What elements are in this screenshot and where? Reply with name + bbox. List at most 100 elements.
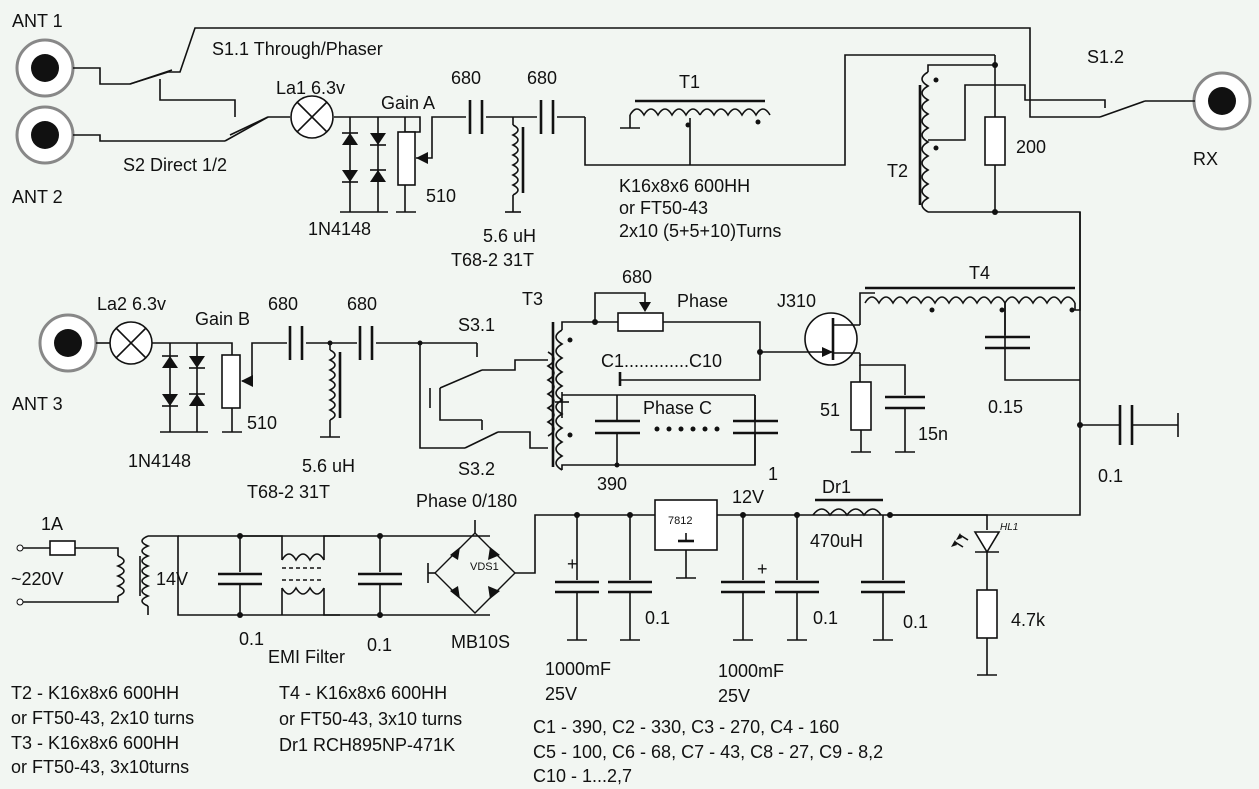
phase-label: Phase: [677, 291, 728, 311]
ant1-label: ANT 1: [12, 11, 63, 31]
t3-label: T3: [522, 289, 543, 309]
c01d-label: 0.1: [813, 608, 838, 628]
phase-pot-value: 680: [622, 267, 652, 287]
rx-connector: [1192, 71, 1252, 131]
c01c-label: 0.1: [645, 608, 670, 628]
note-caps-1: C1 - 390, C2 - 330, C3 - 270, C4 - 160: [533, 717, 839, 737]
led-hl1: [890, 514, 1001, 676]
phase-c-bank[interactable]: [562, 394, 778, 468]
t2-label: T2: [887, 161, 908, 181]
c01-out-label: 0.1: [1098, 466, 1123, 486]
path-b-wiring: [96, 340, 548, 449]
gain-a-pot-value: 510: [426, 186, 456, 206]
ant3-label: ANT 3: [12, 394, 63, 414]
r51-label: 51: [820, 400, 840, 420]
inductor-b-value: 5.6 uH: [302, 456, 355, 476]
note-mid-2: or FT50-43, 3x10 turns: [279, 709, 462, 729]
choke-dr1: [812, 498, 905, 641]
c-range-label: C1.............C10: [601, 351, 722, 371]
inductor-b: [328, 349, 342, 421]
phase-switch-label: Phase 0/180: [416, 491, 517, 511]
v25b-label: 25V: [718, 686, 750, 706]
ant1-connector: [15, 38, 75, 98]
notes-mid: T4 - K16x8x6 600HH or FT50-43, 3x10 turn…: [279, 683, 462, 755]
mains-input: [16, 535, 340, 616]
fuse-label: 1A: [41, 514, 63, 534]
c01e-label: 0.1: [903, 612, 928, 632]
fet-j310: [760, 292, 906, 395]
plus-sign-a: +: [567, 554, 578, 574]
note-mid-3: Dr1 RCH895NP-471K: [279, 735, 455, 755]
diodes-a-label: 1N4148: [308, 219, 371, 239]
transformer-t2: [918, 55, 1081, 380]
t1-label: T1: [679, 72, 700, 92]
reg-chip-label: 7812: [668, 515, 692, 527]
t1-core-1: K16x8x6 600HH: [619, 176, 750, 196]
gain-a-pot[interactable]: [397, 131, 428, 186]
s3-2-label: S3.2: [458, 459, 495, 479]
note-left-4: or FT50-43, 3x10turns: [11, 757, 189, 777]
c390-label: 390: [597, 474, 627, 494]
phase-pot[interactable]: [592, 292, 763, 386]
notes-caps: C1 - 390, C2 - 330, C3 - 270, C4 - 160 C…: [533, 717, 883, 786]
cap-680-a2: [539, 100, 555, 134]
note-left-1: T2 - K16x8x6 600HH: [11, 683, 179, 703]
emi-label: EMI Filter: [268, 647, 345, 667]
bridge-chip-label: VDS1: [470, 561, 499, 573]
t4-label: T4: [969, 263, 990, 283]
diode-pair-b: [162, 355, 205, 407]
r47k-label: 4.7k: [1011, 610, 1046, 630]
cap-15n: [885, 395, 925, 453]
cap-680-a1: [468, 100, 484, 134]
plus-sign-b: +: [757, 559, 768, 579]
gain-b-pot[interactable]: [221, 354, 253, 409]
cap-680-b2-label: 680: [347, 294, 377, 314]
hl1-label: HL1: [1000, 522, 1018, 533]
cap1000a-label: 1000mF: [545, 659, 611, 679]
diode-pair-a: [342, 132, 386, 183]
c01a-label: 0.1: [239, 629, 264, 649]
s3-switch[interactable]: [425, 360, 505, 440]
s1-2-switch[interactable]: [1080, 99, 1195, 118]
lamp-la2: [109, 321, 153, 365]
s1-2-label: S1.2: [1087, 47, 1124, 67]
c15n-label: 15n: [918, 424, 948, 444]
resistor-51: [850, 381, 872, 453]
lamp-la1-label: La1 6.3v: [276, 78, 345, 98]
cap-680-a1-label: 680: [451, 68, 481, 88]
notes-left: T2 - K16x8x6 600HH or FT50-43, 2x10 turn…: [11, 683, 194, 777]
transformer-t4: [864, 212, 1081, 381]
mains-label: ~220V: [11, 569, 64, 589]
r200-label: 200: [1016, 137, 1046, 157]
t1-core-2: or FT50-43: [619, 198, 708, 218]
rx-label: RX: [1193, 149, 1218, 169]
s1-1-label: S1.1 Through/Phaser: [212, 39, 383, 59]
ant2-label: ANT 2: [12, 187, 63, 207]
gain-a-label: Gain A: [381, 93, 435, 113]
dr1-value: 470uH: [810, 531, 863, 551]
diodes-b-label: 1N4148: [128, 451, 191, 471]
fet-label: J310: [777, 291, 816, 311]
inductor-a: [511, 124, 525, 196]
c015-label: 0.15: [988, 397, 1023, 417]
cap-680-b2: [358, 326, 374, 360]
s1-1-switch[interactable]: [129, 69, 173, 85]
cap-680-b1-label: 680: [268, 294, 298, 314]
note-caps-2: C5 - 100, C6 - 68, C7 - 43, C8 - 27, C9 …: [533, 742, 883, 762]
cap1000b-label: 1000mF: [718, 661, 784, 681]
gain-b-pot-value: 510: [247, 413, 277, 433]
t1-turns: 2x10 (5+5+10)Turns: [619, 221, 781, 241]
s2-label: S2 Direct 1/2: [123, 155, 227, 175]
inductor-a-core: T68-2 31T: [451, 250, 534, 270]
transformer-t3: [546, 321, 756, 471]
inductor-b-core: T68-2 31T: [247, 482, 330, 502]
cap-680-b1: [288, 326, 304, 360]
c1-label: 1: [768, 464, 778, 484]
bridge-rectifier: VDS1: [427, 514, 680, 614]
note-caps-3: C10 - 1...2,7: [533, 766, 632, 786]
gain-b-label: Gain B: [195, 309, 250, 329]
s2-switch[interactable]: [229, 116, 269, 136]
lamp-la2-label: La2 6.3v: [97, 294, 166, 314]
inductor-a-value: 5.6 uH: [483, 226, 536, 246]
